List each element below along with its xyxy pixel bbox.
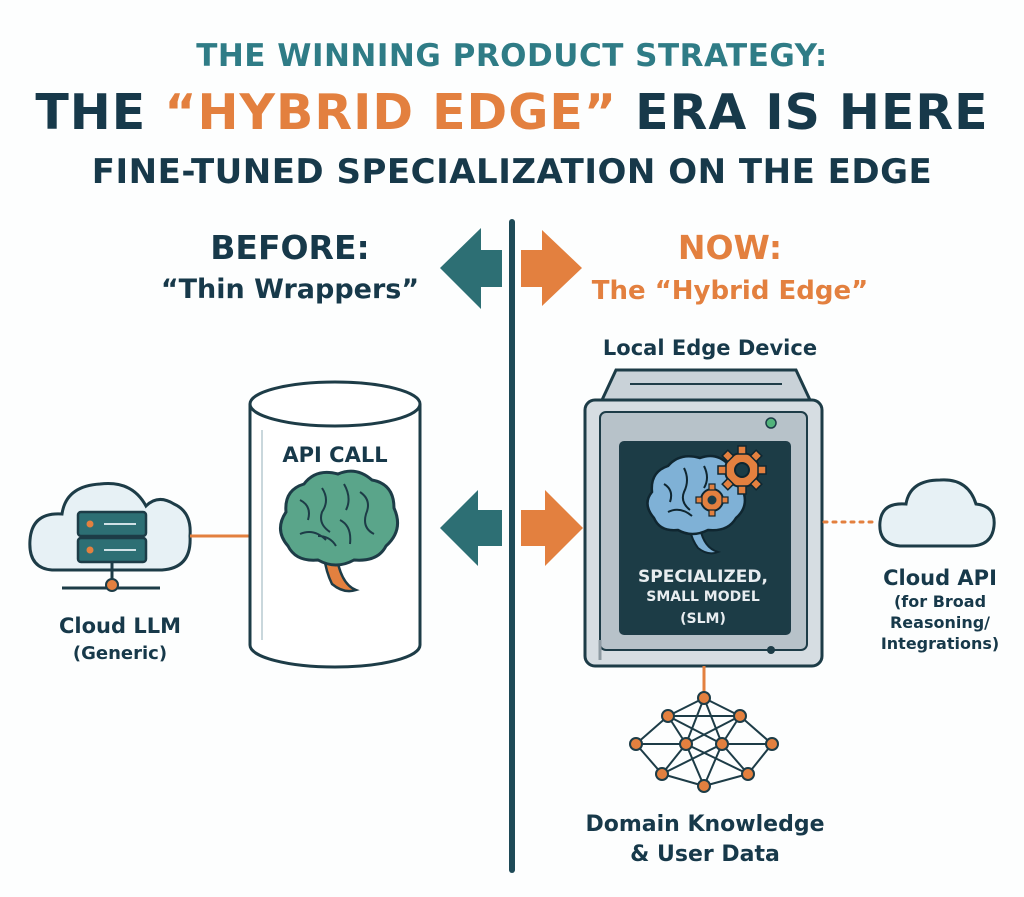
neural-network-icon — [629, 691, 779, 793]
api-call-label: API CALL — [282, 443, 388, 467]
header-line-2-post: ERA IS HERE — [617, 84, 989, 141]
cloud-llm-label: Cloud LLM — [59, 614, 181, 638]
model-label-line-1: SPECIALIZED, — [638, 567, 768, 587]
mid-arrow-right-icon — [521, 490, 583, 566]
brain-icon — [279, 469, 400, 593]
header-line-2: THE “HYBRID EDGE” ERA IS HERE — [0, 84, 1024, 141]
cloud-api-sublabel-1: (for Broad — [893, 592, 987, 611]
cloud-api-label: Cloud API — [883, 566, 997, 590]
header-line-3: FINE-TUNED SPECIALIZATION ON THE EDGE — [91, 152, 933, 192]
before-title: BEFORE: — [210, 228, 370, 267]
mid-arrow-left-icon — [440, 490, 502, 566]
cloud-api-sublabel-2: Reasoning/ — [889, 613, 991, 632]
now-title: NOW: — [677, 228, 783, 267]
domain-label-line-1: Domain Knowledge — [585, 812, 825, 837]
header-line-2-highlight: “HYBRID EDGE” — [164, 84, 618, 141]
cloud-server-icon — [28, 481, 192, 592]
divider-arrow-right-icon — [521, 230, 582, 306]
model-label-line-3: (SLM) — [680, 611, 726, 627]
divider-arrow-left-icon — [440, 228, 502, 309]
header-line-1: THE WINNING PRODUCT STRATEGY: — [196, 38, 828, 74]
domain-label-line-2: & User Data — [630, 842, 780, 867]
model-label-line-2: SMALL MODEL — [646, 589, 760, 605]
brain-gears-icon — [646, 445, 767, 555]
now-subtitle: The “Hybrid Edge” — [591, 276, 869, 306]
cloud-icon — [878, 478, 996, 548]
cloud-api-sublabel-3: Integrations) — [880, 634, 1000, 653]
header-line-2-pre: THE — [35, 84, 165, 141]
before-subtitle: “Thin Wrappers” — [160, 274, 420, 305]
device-label: Local Edge Device — [602, 336, 818, 360]
cloud-llm-sublabel: (Generic) — [72, 643, 168, 664]
